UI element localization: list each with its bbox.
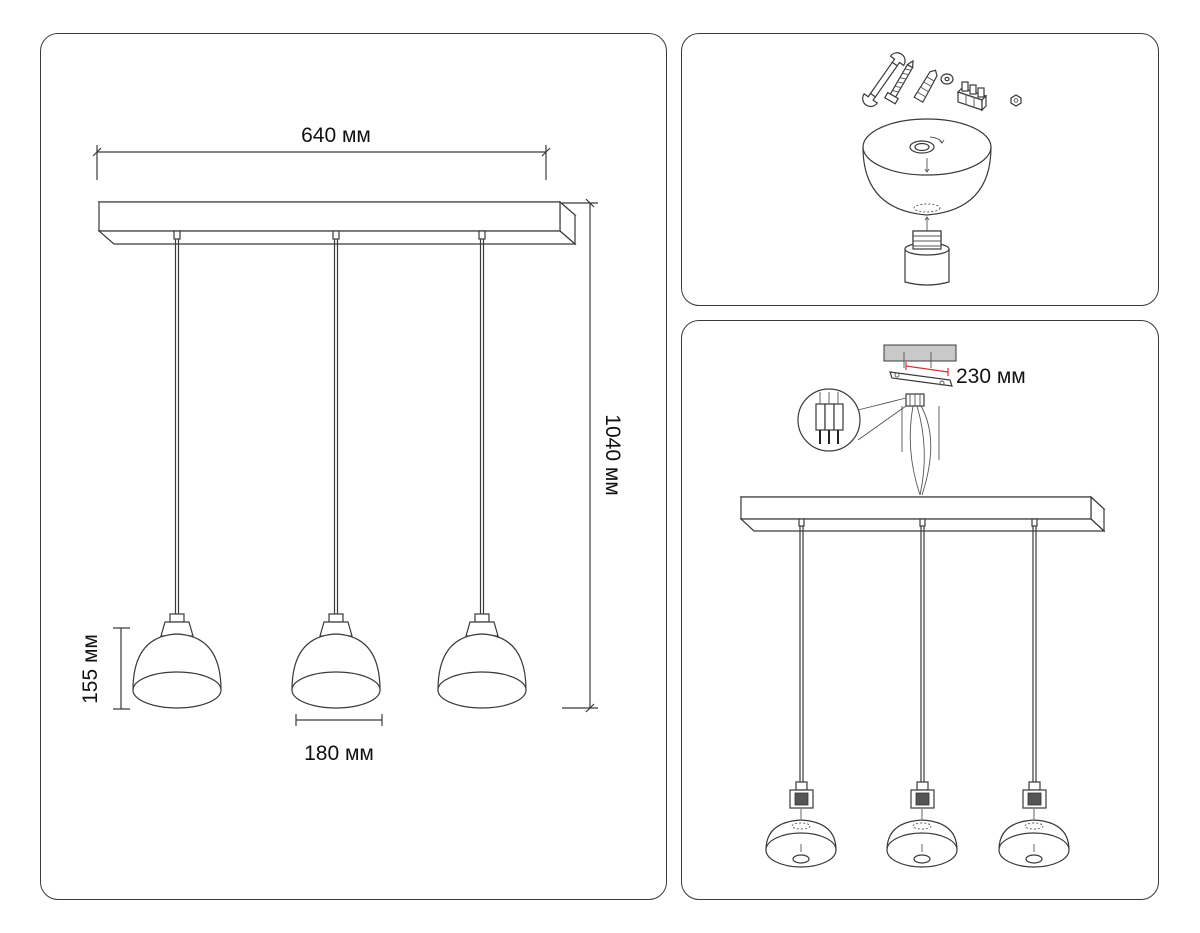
installed-pendant-2 [886,518,958,868]
installed-pendant-1 [765,518,837,868]
shade-detail [862,118,992,216]
cable-length-label: 230 мм [956,365,1026,388]
terminal-block-icon [956,81,988,112]
socket-detail [904,216,950,286]
ceiling-bar [97,200,577,246]
shade-height-label: 155 мм [79,634,102,704]
wall-plug-icon [913,69,938,104]
mounting-kit [862,52,1022,286]
screw-icon [883,59,914,105]
installed-pendant-3 [998,518,1070,868]
pendant-2 [291,230,381,709]
dimension-drawing: 640 мм [79,124,624,765]
installation-drawing: 230 мм [739,344,1106,868]
total-height-dimension: 1040 мм [562,198,624,713]
bar-width-label: 640 мм [301,124,371,147]
terminal-zoom [797,388,861,452]
shade-height-dimension: 155 мм [79,627,130,710]
shade-diameter-label: 180 мм [304,742,374,765]
pendant-3 [437,230,527,709]
pendant-1 [132,230,222,709]
total-height-label: 1040 мм [601,414,624,495]
wrench-icon [862,52,906,108]
washer-icon [940,73,954,85]
dimensions-panel [40,33,667,900]
ceiling-mount: 230 мм [883,344,1026,388]
wiring [857,393,940,496]
installed-ceiling-bar [739,495,1106,533]
bar-width-dimension: 640 мм [92,124,551,180]
shade-diameter-dimension: 180 мм [295,714,383,765]
nut-icon [1010,94,1022,107]
